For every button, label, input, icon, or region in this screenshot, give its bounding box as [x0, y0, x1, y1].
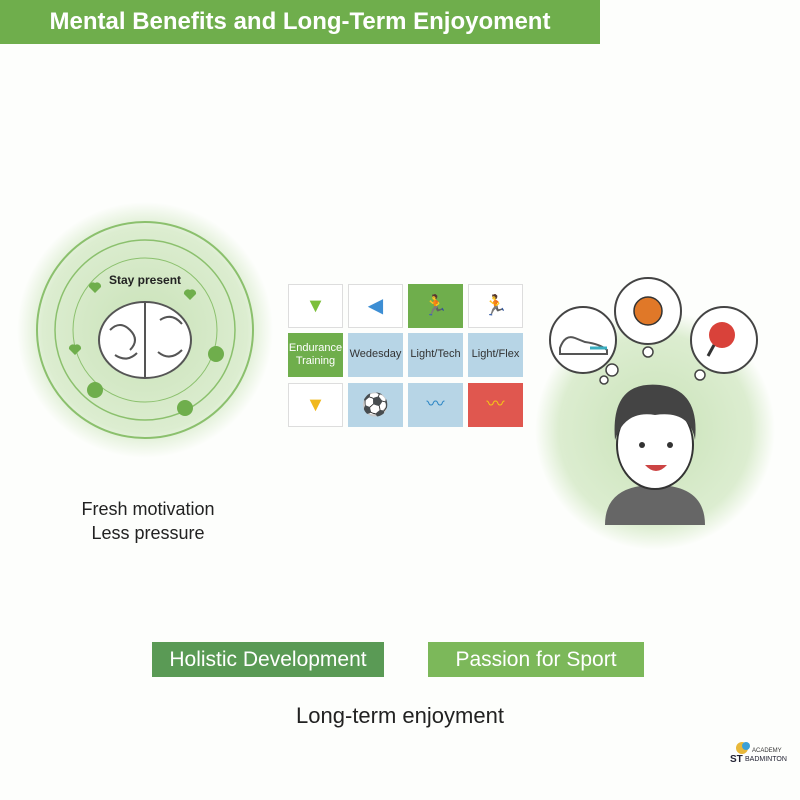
soccer-ball-icon: ⚽ — [348, 383, 403, 427]
shuttlecock-blue-icon: ◀ — [348, 284, 403, 328]
heart-icons — [68, 282, 197, 355]
swimmer-icon: 〰 — [468, 383, 523, 427]
ping-pong-icon — [709, 322, 735, 348]
motivation-text: Fresh motivation Less pressure — [48, 497, 248, 545]
brain-circle — [17, 202, 273, 458]
endurance-training-cell: Endurance Training — [288, 333, 343, 377]
less-pressure: Less pressure — [91, 523, 205, 543]
runner-icon: 🏃 — [408, 284, 463, 328]
sneaker-icon — [549, 306, 617, 374]
basketball-icon — [633, 296, 663, 326]
shuttlecock-green-icon: ▼ — [288, 284, 343, 328]
brain-icon — [98, 301, 192, 379]
footer-text: Long-term enjoyment — [296, 703, 504, 728]
svg-text:ACADEMY: ACADEMY — [752, 748, 782, 754]
swimmer-icon: 〰 — [408, 383, 463, 427]
svg-text:ST: ST — [730, 754, 743, 765]
boy-illustration — [535, 277, 775, 550]
shuttlecock-yellow-icon: ▼ — [288, 383, 343, 427]
title-banner: Mental Benefits and Long-Term Enjoyoment — [0, 0, 600, 44]
fresh-motivation: Fresh motivation — [81, 499, 215, 519]
svg-text:BADMINTON: BADMINTON — [745, 756, 787, 763]
smiley-icons — [87, 346, 224, 416]
light-tech-cell: Light/Tech — [408, 333, 463, 377]
wednesday-cell: Wedesday — [348, 333, 403, 377]
passion-for-sport-button: Passion for Sport — [428, 642, 644, 677]
stay-present-label: Stay present — [108, 273, 182, 287]
runner-icon: 🏃 — [468, 284, 523, 328]
light-flex-cell: Light/Flex — [468, 333, 523, 377]
holistic-development-button: Holistic Development — [152, 642, 384, 677]
